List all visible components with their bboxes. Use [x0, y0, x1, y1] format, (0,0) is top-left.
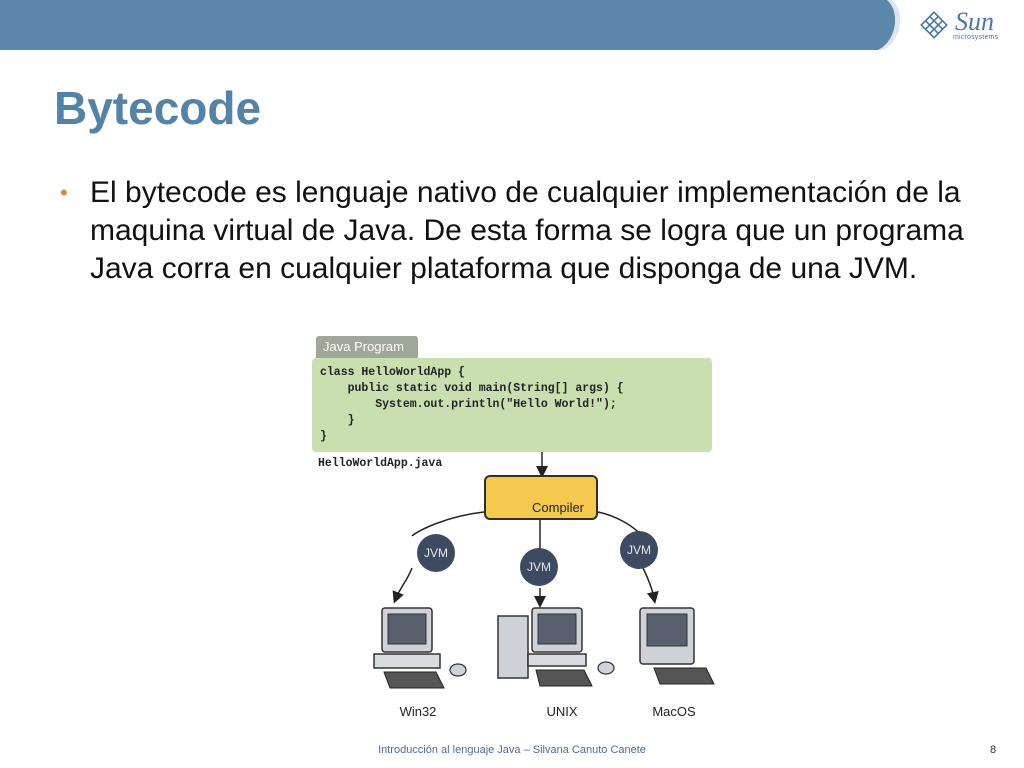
jvm-badge-unix: JVM: [520, 548, 558, 586]
logo-word: Sun: [955, 7, 994, 36]
slide-title: Bytecode: [54, 82, 262, 134]
win32-computer-icon: [373, 607, 467, 689]
sun-logo-icon: [920, 11, 948, 39]
unix-computer-icon: [497, 607, 615, 687]
bullet-text: El bytecode es lenguaje nativo de cualqu…: [90, 176, 964, 285]
java-program-tab: Java Program: [316, 336, 418, 358]
jvm-badge-win32: JVM: [417, 534, 455, 572]
file-name-label: HelloWorldApp.java: [318, 457, 443, 470]
code-line: }: [320, 414, 355, 427]
jvm-badge-macos: JVM: [620, 531, 658, 569]
bullet-marker: •: [60, 180, 68, 205]
platform-label-win32: Win32: [399, 704, 437, 719]
java-code-box: class HelloWorldApp { public static void…: [312, 358, 712, 452]
logo-subtext: microsystems: [953, 34, 999, 41]
macos-computer-icon: [639, 607, 715, 685]
page-number: 8: [990, 744, 997, 756]
platform-label-unix: UNIX: [546, 704, 578, 719]
header-banner: [0, 0, 901, 50]
compiler-box: [484, 475, 598, 520]
code-line: System.out.println("Hello World!");: [320, 398, 617, 411]
slide-footer: Introducción al lenguaje Java – Silvana …: [378, 744, 646, 756]
code-line: }: [320, 430, 327, 443]
compiler-label: Compiler: [532, 500, 585, 515]
compile-diagram: Java Program class HelloWorldApp { publi…: [312, 336, 722, 726]
platform-label-macos: MacOS: [652, 704, 696, 719]
code-line: public static void main(String[] args) {: [320, 382, 624, 395]
code-line: class HelloWorldApp {: [320, 366, 465, 379]
